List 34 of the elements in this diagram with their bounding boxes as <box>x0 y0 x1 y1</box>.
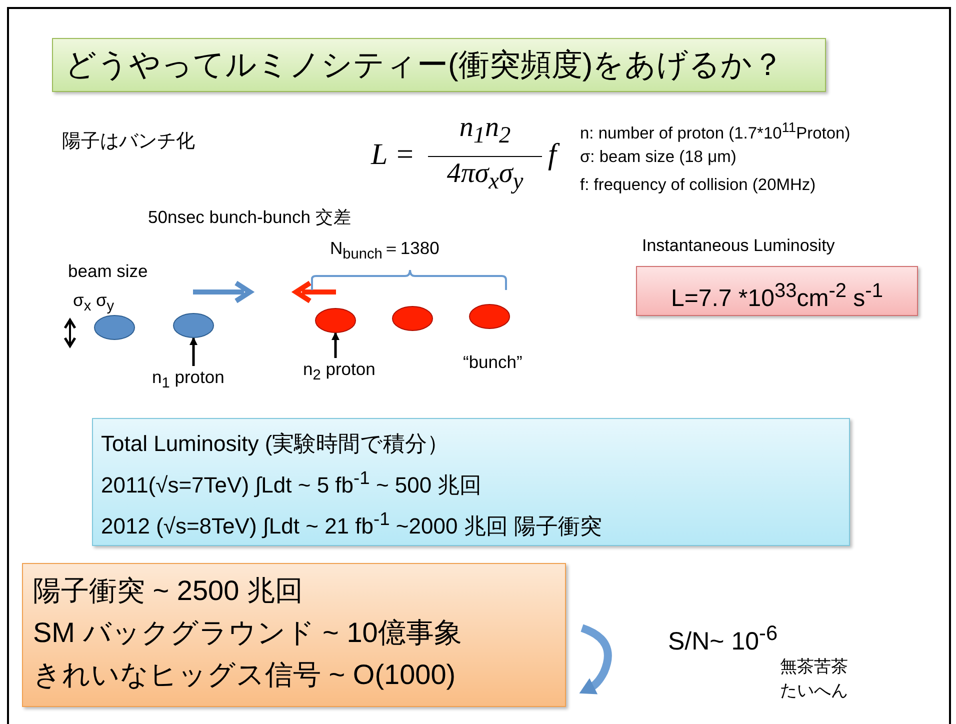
formula-denominator: 4πσ$_{x}$σ$_{y}$ <box>446 158 524 196</box>
label: 陽子はバンチ化 <box>62 130 195 154</box>
label: beam size <box>68 261 148 282</box>
label: “bunch” <box>463 352 522 373</box>
title-banner: どうやってルミノシティー(衝突頻度)をあげるか？ <box>52 38 826 92</box>
text-line: 2011(√s=7TeV) ∫Ldt ~ 5 fb$^{-1}$ ~ 500 兆回 <box>101 466 483 500</box>
arrow <box>332 332 340 358</box>
result-box: L=7.7 *10$^{33}$cm$^{-2}$ s$^{-1}$ <box>636 266 918 316</box>
label: S/N~ 10$^{-6}$ <box>668 622 778 656</box>
bunch-ellipse <box>173 313 214 338</box>
text-line: きれいなヒッグス信号 ~ O(1000) <box>33 658 457 692</box>
info-box <box>92 418 850 546</box>
summary-box <box>22 563 566 707</box>
legend-text: σ: beam size (18 μm) <box>580 148 736 167</box>
text-line: 2012 (√s=8TeV) ∫Ldt ~ 21 fb$^{-1}$ ~2000 兆回 陽子衝突 <box>101 507 603 541</box>
bunch-ellipse <box>392 306 433 331</box>
label: n$_{1}$ proton <box>152 366 224 394</box>
formula-numerator: n$_{1}$n$_{2}$ <box>458 112 512 150</box>
arrow <box>190 337 198 366</box>
text-line: SM バックグラウンド ~ 10億事象 <box>33 616 463 650</box>
legend-text: n: number of proton (1.7*10$^{11}$Proton) <box>580 120 850 144</box>
bunch-ellipse <box>315 308 356 333</box>
formula-text: L = <box>371 138 415 172</box>
label: N$_{bunch}$＝1380 <box>330 237 440 262</box>
bunch-ellipse <box>94 315 135 340</box>
label: Instantaneous Luminosity <box>642 236 835 256</box>
legend-text: f: frequency of collision (20MHz) <box>580 176 816 195</box>
text-line: 陽子衝突 ~ 2500 兆回 <box>33 574 304 608</box>
label: σ$_{x}$ σ$_{y}$ <box>73 290 114 314</box>
label: 無茶苦茶たいへん <box>780 656 849 702</box>
label: n$_{2}$ proton <box>303 358 376 386</box>
bunch-ellipse <box>469 304 510 329</box>
label: 50nsec bunch-bunch 交差 <box>148 206 352 229</box>
text-line: Total Luminosity (実験時間で積分） <box>101 430 450 458</box>
